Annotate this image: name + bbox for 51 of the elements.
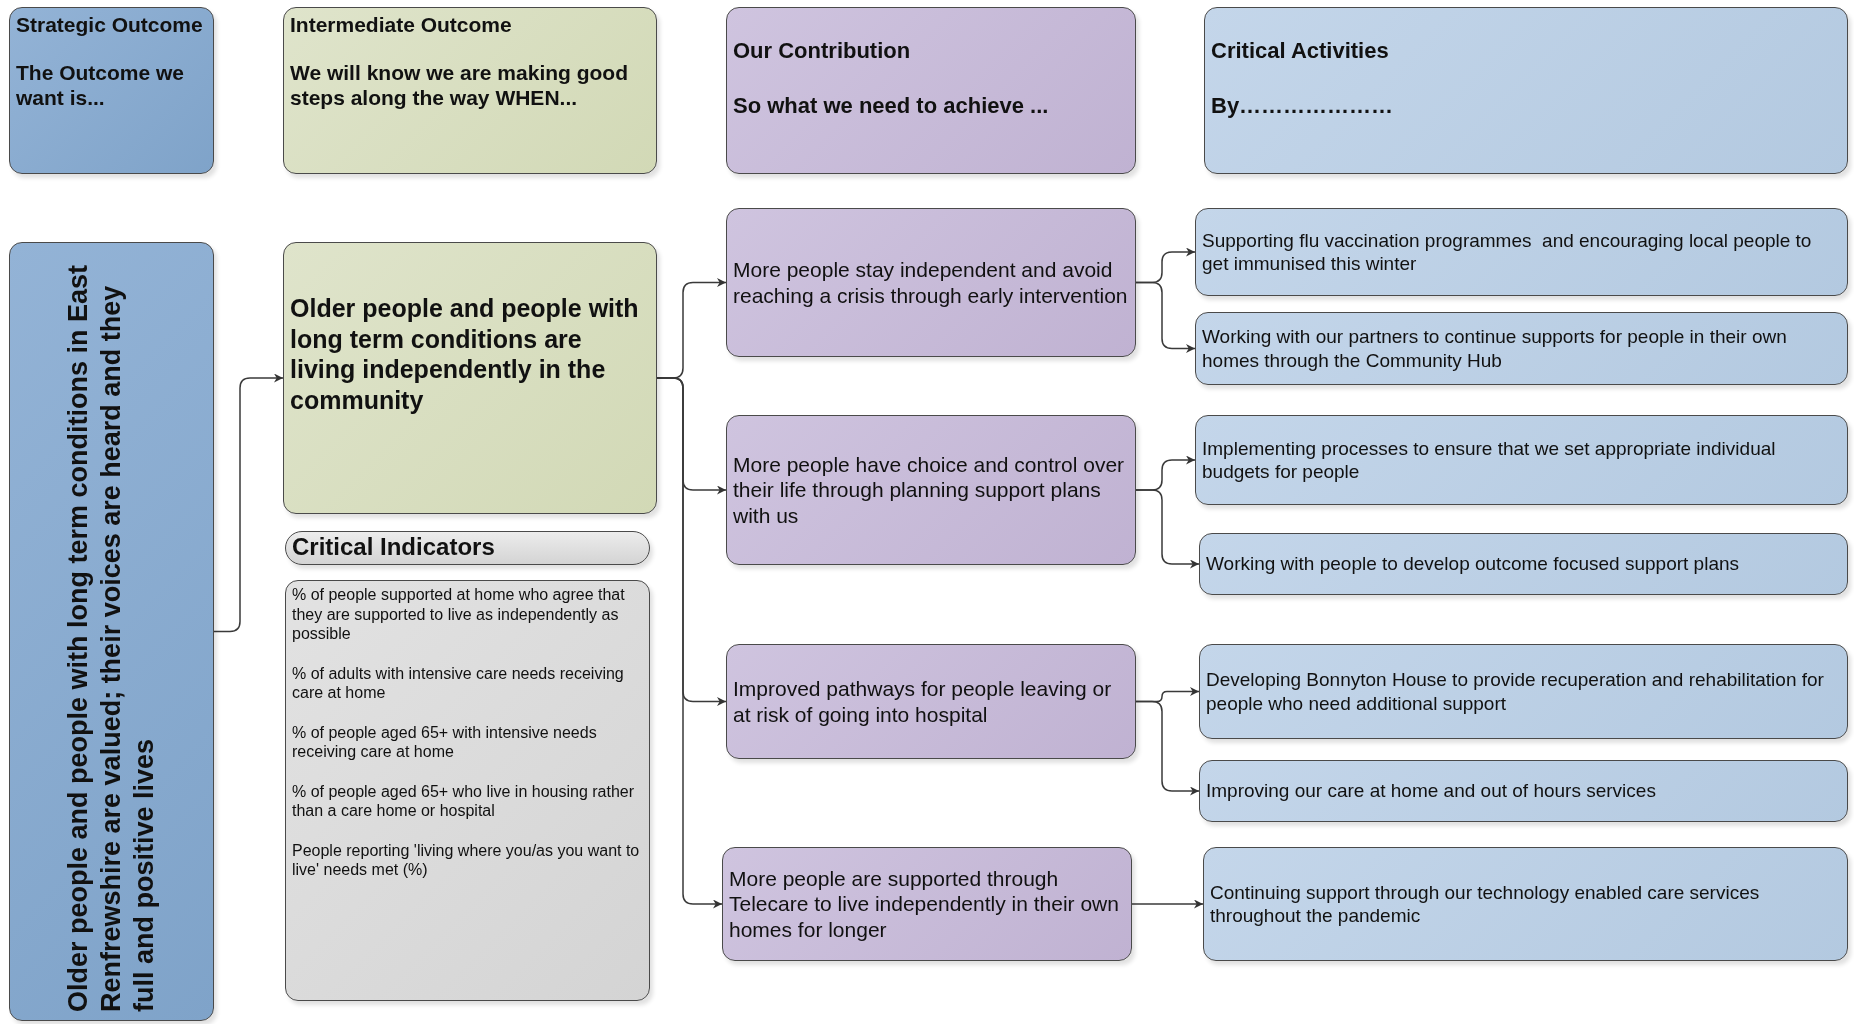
contribution-box: [726, 208, 1136, 357]
box-text: More people are supported through Telecare to live independently in their own homes for longer: [729, 865, 1120, 943]
activity-box: [1199, 644, 1848, 739]
box-text: Developing Bonnyton House to provide recuperation and rehabilitation for people who need additional support: [1206, 668, 1825, 715]
strategic-outcome-box: [9, 242, 214, 1021]
column-heading: Intermediate Outcome: [290, 12, 513, 38]
box-text: Supporting flu vaccination programmes and encouraging local people to get immunised this winter: [1202, 228, 1813, 276]
box-text: People reporting 'living where you/as you want to live' needs met (%): [292, 840, 641, 880]
box-text: % of people supported at home who agree that they are supported to live as independently as possible: [292, 585, 626, 644]
box-text: So what we need to achieve ...: [733, 92, 1050, 120]
header-box: [1204, 7, 1848, 174]
box-text: Improved pathways for people leaving or at risk of going into hospital: [733, 675, 1113, 728]
column-heading: Strategic Outcome: [16, 12, 204, 38]
box-text: Implementing processes to ensure that we set appropriate individual budgets for people: [1202, 436, 1777, 484]
box-text: Continuing support through our technology enabled care services throughout the pandemic: [1210, 880, 1761, 928]
activity-box: [1199, 760, 1848, 822]
column-heading: Critical Activities: [1211, 38, 1390, 65]
header-box: [9, 7, 214, 174]
arrow: [1135, 489, 1200, 569]
indicators-panel: [285, 580, 650, 1001]
box-text: Working with people to develop outcome focused support plans: [1206, 552, 1741, 576]
arrow: [213, 373, 284, 633]
box-text: % of people aged 65+ who live in housing rather than a care home or hospital: [292, 781, 635, 821]
arrow: [1131, 899, 1204, 909]
activity-box: [1195, 415, 1848, 505]
box-text: More people stay independent and avoid reaching a crisis through early intervention: [733, 256, 1129, 309]
box-text: By…………………: [1211, 92, 1395, 120]
contribution-box: [726, 644, 1136, 759]
box-text: % of people aged 65+ with intensive needs receiving care at home: [292, 722, 598, 762]
contribution-box: [722, 847, 1132, 961]
contribution-box: [726, 415, 1136, 565]
box-text: Improving our care at home and out of hours services: [1206, 779, 1657, 803]
activity-box: [1195, 208, 1848, 296]
arrow: [1135, 700, 1200, 796]
header-box: [283, 7, 657, 174]
box-text: More people have choice and control over their life through planning support plans with us: [733, 451, 1126, 529]
activity-box: [1195, 312, 1848, 385]
header-box: [726, 7, 1136, 174]
column-heading: Our Contribution: [733, 38, 912, 65]
intermediate-outcome-box: [283, 242, 657, 514]
box-text: Working with our partners to continue supports for people in their own homes through the Community Hub: [1202, 325, 1788, 372]
arrow: [1135, 281, 1196, 353]
box-text: Older people and people with long term conditions in East Renfrewshire are valued; their voices are heard and they full and positive lives: [62, 263, 160, 1012]
box-text: We will know we are making good steps along the way WHEN...: [290, 59, 629, 111]
box-text: Critical Indicators: [292, 532, 496, 562]
activity-box: [1199, 533, 1848, 595]
box-text: The Outcome we want is...: [16, 59, 186, 111]
activity-box: [1203, 847, 1848, 961]
indicator-heading-pill: [285, 531, 650, 565]
box-text: % of adults with intensive care needs receiving care at home: [292, 663, 625, 703]
box-text: Older people and people with long term conditions are living independently in the community: [290, 293, 640, 415]
